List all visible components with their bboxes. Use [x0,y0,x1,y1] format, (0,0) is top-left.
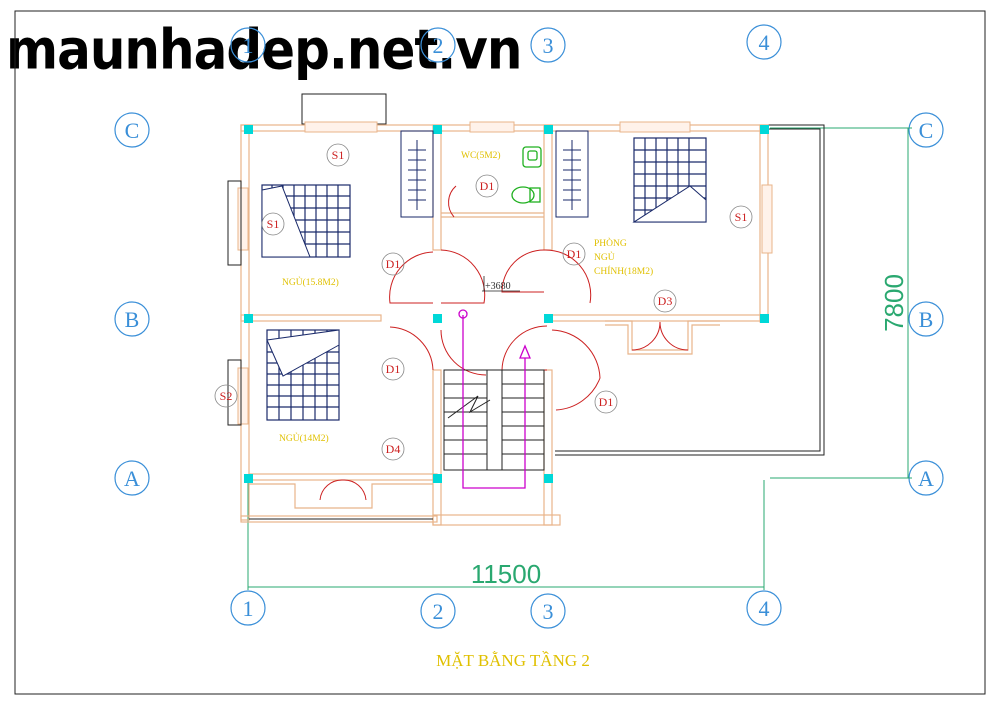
tag-door-d1-c: D1 [567,247,582,261]
tag-window-s1-a: S1 [332,148,345,162]
grid-bubble-b-right [908,301,944,337]
grid-bubble-1-bottom [230,590,266,626]
roof-projection [301,93,387,125]
bed-bedroom1 [261,184,351,258]
grid-bubble-c-left [114,112,150,148]
bed-bedroom2 [266,329,340,421]
grid-bubble-1-top [230,27,266,63]
grid-label-2-bottom: 2 [433,599,444,624]
tag-door-d1-e: D1 [599,395,614,409]
depth-dimension: 7800 [879,274,909,332]
tag-circles [214,143,753,461]
tag-door-d1-d: D1 [386,362,401,376]
level-value: +3680 [485,281,511,292]
grid-label-4-bottom: 4 [759,596,770,621]
tag-window-s1-c: S1 [735,210,748,224]
room-master-label-2: NGỦ [594,251,615,263]
grid-label-1-top: 1 [243,33,254,58]
grid-bubble-3-top [530,27,566,63]
grid-label-3-bottom: 3 [543,599,554,624]
wc-fixtures [511,146,542,204]
window-sills [227,180,242,426]
grid-bubble-c-right [908,112,944,148]
grid-bubble-4-top [746,24,782,60]
grid-label-b-right: B [919,307,934,332]
level-mark [482,276,520,292]
column-markers [244,125,769,483]
grid-label-a-right: A [918,466,934,491]
windows [237,121,773,425]
bed-master-bedroom [632,137,707,223]
tag-door-d3: D3 [658,294,673,308]
grid-bubble-labels: 1 2 3 4 1 2 3 4 C B A C B A [124,30,934,624]
grid-label-3-top: 3 [543,33,554,58]
grid-label-2-top: 2 [433,33,444,58]
wardrobes [400,130,589,218]
grid-bubbles [114,24,944,629]
grid-label-a-left: A [124,466,140,491]
room-master-label-1: PHÒNG [594,237,627,249]
terrace-outline [555,124,825,456]
door-swings [319,185,689,501]
tag-door-d1-a: D1 [386,257,401,271]
room-master-label-3: CHÍNH(18M2) [594,265,653,277]
tag-door-d1-b: D1 [480,179,495,193]
staircase [443,369,545,471]
grid-label-c-left: C [125,118,140,143]
tag-window-s2: S2 [220,389,233,403]
grid-bubble-3-bottom [530,593,566,629]
grid-bubble-4-bottom [746,590,782,626]
room-labels: NGỦ(15.8M2) NGỦ(14M2) WC(5M2) PHÒNG NGỦ … [279,150,653,444]
grid-bubble-2-top [420,27,456,63]
wardrobe-hangers [408,149,581,201]
grid-label-1-bottom: 1 [243,596,254,621]
grid-bubble-b-left [114,301,150,337]
grid-label-4-top: 4 [759,30,770,55]
tag-door-d4: D4 [386,442,401,456]
room-bedroom1-label: NGỦ(15.8M2) [282,276,339,288]
drawing-title: MẶT BẰNG TẦNG 2 [436,651,590,670]
tag-labels: S1 S1 S1 S2 D1 D1 D1 D1 D1 D3 D4 [220,148,748,456]
tag-window-s1-b: S1 [267,217,280,231]
grid-label-b-left: B [125,307,140,332]
room-wc-label: WC(5M2) [461,150,501,161]
grid-bubble-a-left [114,460,150,496]
width-dimension: 11500 [471,559,541,589]
grid-bubble-2-bottom [420,593,456,629]
grid-label-c-right: C [919,118,934,143]
room-bedroom2-label: NGỦ(14M2) [279,432,329,444]
dimension-lines [247,127,912,590]
drawing-frame [14,10,986,695]
stair-direction-arrow [458,309,531,489]
